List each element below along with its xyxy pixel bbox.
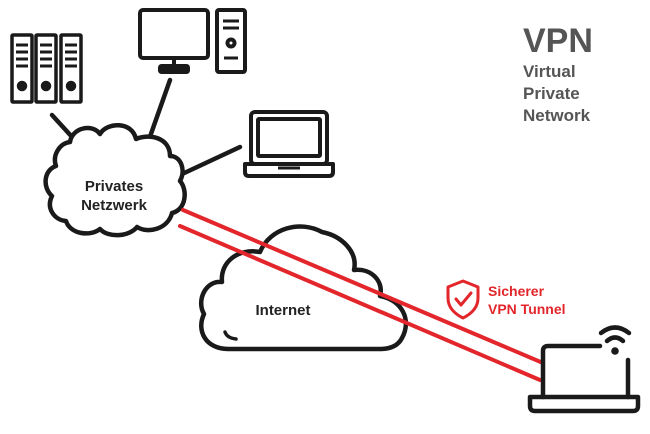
- title-line-virtual: Virtual: [523, 62, 576, 81]
- laptop-icon: [243, 110, 335, 178]
- vpn-tunnel-lines: [178, 208, 545, 382]
- link-server-cloud: [49, 112, 76, 141]
- private-network-label-1: Privates: [85, 178, 143, 195]
- link-laptop-cloud: [177, 144, 243, 178]
- private-network-cloud: Privates Netzwerk: [43, 123, 187, 238]
- tunnel-line-upper: [181, 208, 545, 365]
- private-network-label-2: Netzwerk: [81, 197, 148, 214]
- internet-label: Internet: [255, 302, 310, 319]
- tunnel-line-lower: [178, 224, 542, 382]
- tunnel-label-1: Sicherer: [488, 283, 545, 299]
- title-line-network: Network: [523, 106, 591, 125]
- internet-cloud: Internet: [198, 224, 409, 352]
- tunnel-label-2: VPN Tunnel: [488, 301, 566, 317]
- desktop-computer-icon: [138, 8, 247, 74]
- server-rack-icon: [10, 33, 83, 104]
- laptop-wifi-icon: [527, 325, 641, 414]
- title-line-private: Private: [523, 84, 580, 103]
- title-block: VPN Virtual Private Network: [523, 22, 593, 125]
- title-abbr: VPN: [523, 22, 593, 60]
- shield-check-icon: [446, 279, 480, 320]
